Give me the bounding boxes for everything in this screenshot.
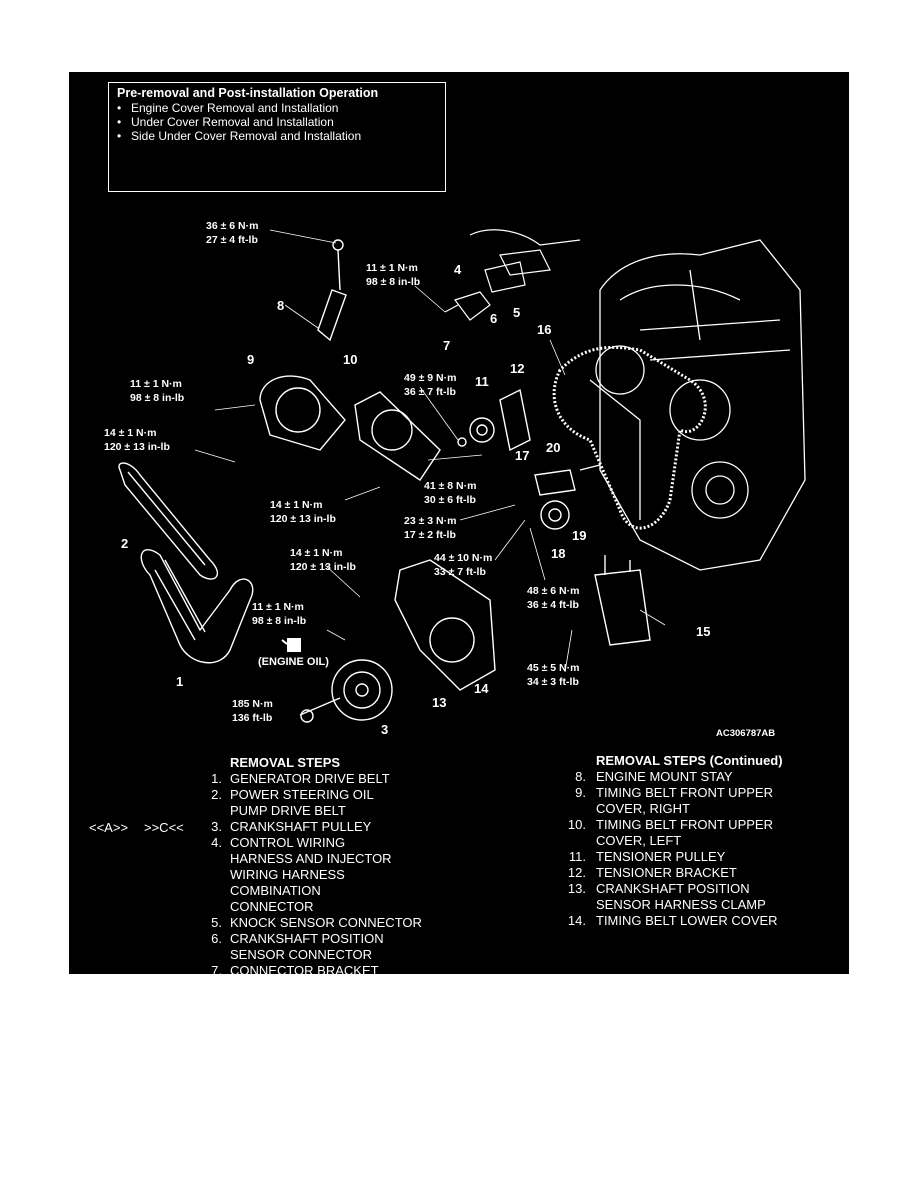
engine-mount-stay-8 xyxy=(317,239,347,342)
engine-oil-label: (ENGINE OIL) xyxy=(258,656,329,668)
idler-pulley-parts xyxy=(534,464,601,530)
torque-label: 120 ± 13 in-lb xyxy=(104,441,170,453)
pre-removal-title: Pre-removal and Post-installation Operat… xyxy=(117,86,379,100)
torque-label: 98 ± 8 in-lb xyxy=(366,276,420,288)
callout-6: 6 xyxy=(490,311,497,326)
ref-a: <<A>> xyxy=(89,820,129,835)
callout-2: 2 xyxy=(121,536,128,551)
callout-3: 3 xyxy=(381,722,388,737)
callout-11: 11 xyxy=(475,374,489,389)
step-item: 11.TENSIONER PULLEY xyxy=(568,849,726,864)
steps-header: REMOVAL STEPS (Continued) xyxy=(596,753,783,768)
leader-lines xyxy=(194,229,666,673)
step-item: 3.CRANKSHAFT PULLEY xyxy=(211,819,372,834)
callout-19: 19 xyxy=(572,528,586,543)
torque-label: 17 ± 2 ft-lb xyxy=(404,529,456,541)
callout-15: 15 xyxy=(696,624,710,639)
torque-label: 27 ± 4 ft-lb xyxy=(206,234,258,246)
torque-label: 36 ± 6 N·m xyxy=(206,220,258,232)
steps-header: REMOVAL STEPS xyxy=(230,755,341,770)
oil-can-icon xyxy=(281,638,301,652)
step-item: 6.CRANKSHAFT POSITION SENSOR CONNECTOR xyxy=(211,931,384,962)
torque-label: 23 ± 3 N·m xyxy=(404,515,456,527)
callout-1: 1 xyxy=(176,674,183,689)
torque-label: 34 ± 3 ft-lb xyxy=(527,676,579,688)
generator-belt-1 xyxy=(140,549,254,664)
timing-belt-16 xyxy=(552,345,707,530)
torque-label: 120 ± 13 in-lb xyxy=(290,561,356,573)
connector-bracket-7 xyxy=(444,291,491,321)
lower-cover-14 xyxy=(394,559,496,691)
harness-connector-4 xyxy=(469,229,581,293)
torque-label: 44 ± 10 N·m xyxy=(434,552,492,564)
callout-13: 13 xyxy=(432,695,446,710)
torque-label: 14 ± 1 N·m xyxy=(290,547,342,559)
torque-label: 49 ± 9 N·m xyxy=(404,372,456,384)
removal-steps-left: REMOVAL STEPS 1.GENERATOR DRIVE BELT 2.P… xyxy=(196,755,456,979)
step-item: 1.GENERATOR DRIVE BELT xyxy=(211,771,390,786)
pre-removal-item: •Engine Cover Removal and Installation xyxy=(117,101,339,115)
torque-label: 36 ± 4 ft-lb xyxy=(527,599,579,611)
step-item: 7.CONNECTOR BRACKET xyxy=(211,963,379,978)
mount-bracket-15 xyxy=(594,555,651,646)
callout-20: 20 xyxy=(546,440,560,455)
callout-16: 16 xyxy=(537,322,551,337)
torque-labels: 36 ± 6 N·m 27 ± 4 ft-lb 11 ± 1 N·m 98 ± … xyxy=(104,220,579,724)
crankshaft-pulley-3 xyxy=(299,659,393,723)
callout-5: 5 xyxy=(513,305,520,320)
ps-pump-belt-2 xyxy=(118,462,219,580)
ref-c: >>C<< xyxy=(144,820,184,835)
callout-numbers: 1 2 3 4 5 6 7 8 9 10 11 12 13 14 15 16 1… xyxy=(121,262,710,737)
torque-label: 98 ± 8 in-lb xyxy=(130,392,184,404)
diagram-panel xyxy=(69,72,849,974)
callout-12: 12 xyxy=(510,361,524,376)
step-item: 4.CONTROL WIRING HARNESS AND INJECTOR WI… xyxy=(211,835,392,914)
step-item: 8.ENGINE MOUNT STAY xyxy=(575,769,733,784)
engine-outline xyxy=(589,239,806,571)
timing-cover-left-10 xyxy=(354,391,441,481)
torque-label: 36 ± 7 ft-lb xyxy=(404,386,456,398)
tensioner-pulley-11 xyxy=(457,417,495,447)
step-item: 9.TIMING BELT FRONT UPPER COVER, RIGHT xyxy=(575,785,773,816)
torque-label: 11 ± 1 N·m xyxy=(366,262,418,274)
callout-4: 4 xyxy=(454,262,462,277)
torque-label: 14 ± 1 N·m xyxy=(104,427,156,439)
torque-label: 185 N·m xyxy=(232,698,273,710)
torque-label: 98 ± 8 in-lb xyxy=(252,615,306,627)
step-item: 10.TIMING BELT FRONT UPPER COVER, LEFT xyxy=(567,817,773,848)
tensioner-bracket-12 xyxy=(499,388,531,452)
pre-removal-box: Pre-removal and Post-installation Operat… xyxy=(108,82,446,192)
callout-8: 8 xyxy=(277,298,284,313)
pre-removal-item: •Side Under Cover Removal and Installati… xyxy=(117,129,362,143)
callout-10: 10 xyxy=(343,352,357,367)
callout-14: 14 xyxy=(474,681,489,696)
callout-7: 7 xyxy=(443,338,450,353)
torque-label: 120 ± 13 in-lb xyxy=(270,513,336,525)
torque-label: 48 ± 6 N·m xyxy=(527,585,579,597)
torque-label: 33 ± 7 ft-lb xyxy=(434,566,486,578)
step-item: 5.KNOCK SENSOR CONNECTOR xyxy=(211,915,422,930)
torque-label: 11 ± 1 N·m xyxy=(130,378,182,390)
callout-9: 9 xyxy=(247,352,254,367)
timing-cover-right-9 xyxy=(259,375,346,451)
callout-18: 18 xyxy=(551,546,565,561)
step-item: 14.TIMING BELT LOWER COVER xyxy=(567,913,778,928)
exploded-view-diagram: 36 ± 6 N·m 27 ± 4 ft-lb 11 ± 1 N·m 98 ± … xyxy=(104,220,806,739)
step-item: 2.POWER STEERING OIL PUMP DRIVE BELT xyxy=(211,787,374,818)
torque-label: 136 ft-lb xyxy=(232,712,272,724)
torque-label: 45 ± 5 N·m xyxy=(527,662,579,674)
torque-label: 30 ± 6 ft-lb xyxy=(424,494,476,506)
torque-label: 14 ± 1 N·m xyxy=(270,499,322,511)
torque-label: 41 ± 8 N·m xyxy=(424,480,476,492)
step-item: 13.CRANKSHAFT POSITION SENSOR HARNESS CL… xyxy=(567,881,766,912)
figure-code: AC306787AB xyxy=(716,728,775,739)
callout-17: 17 xyxy=(515,448,529,463)
step-item: 12.TENSIONER BRACKET xyxy=(567,865,737,880)
pre-removal-item: •Under Cover Removal and Installation xyxy=(117,115,334,129)
removal-steps-right: REMOVAL STEPS (Continued) 8.ENGINE MOUNT… xyxy=(560,753,820,929)
torque-label: 11 ± 1 N·m xyxy=(252,601,304,613)
